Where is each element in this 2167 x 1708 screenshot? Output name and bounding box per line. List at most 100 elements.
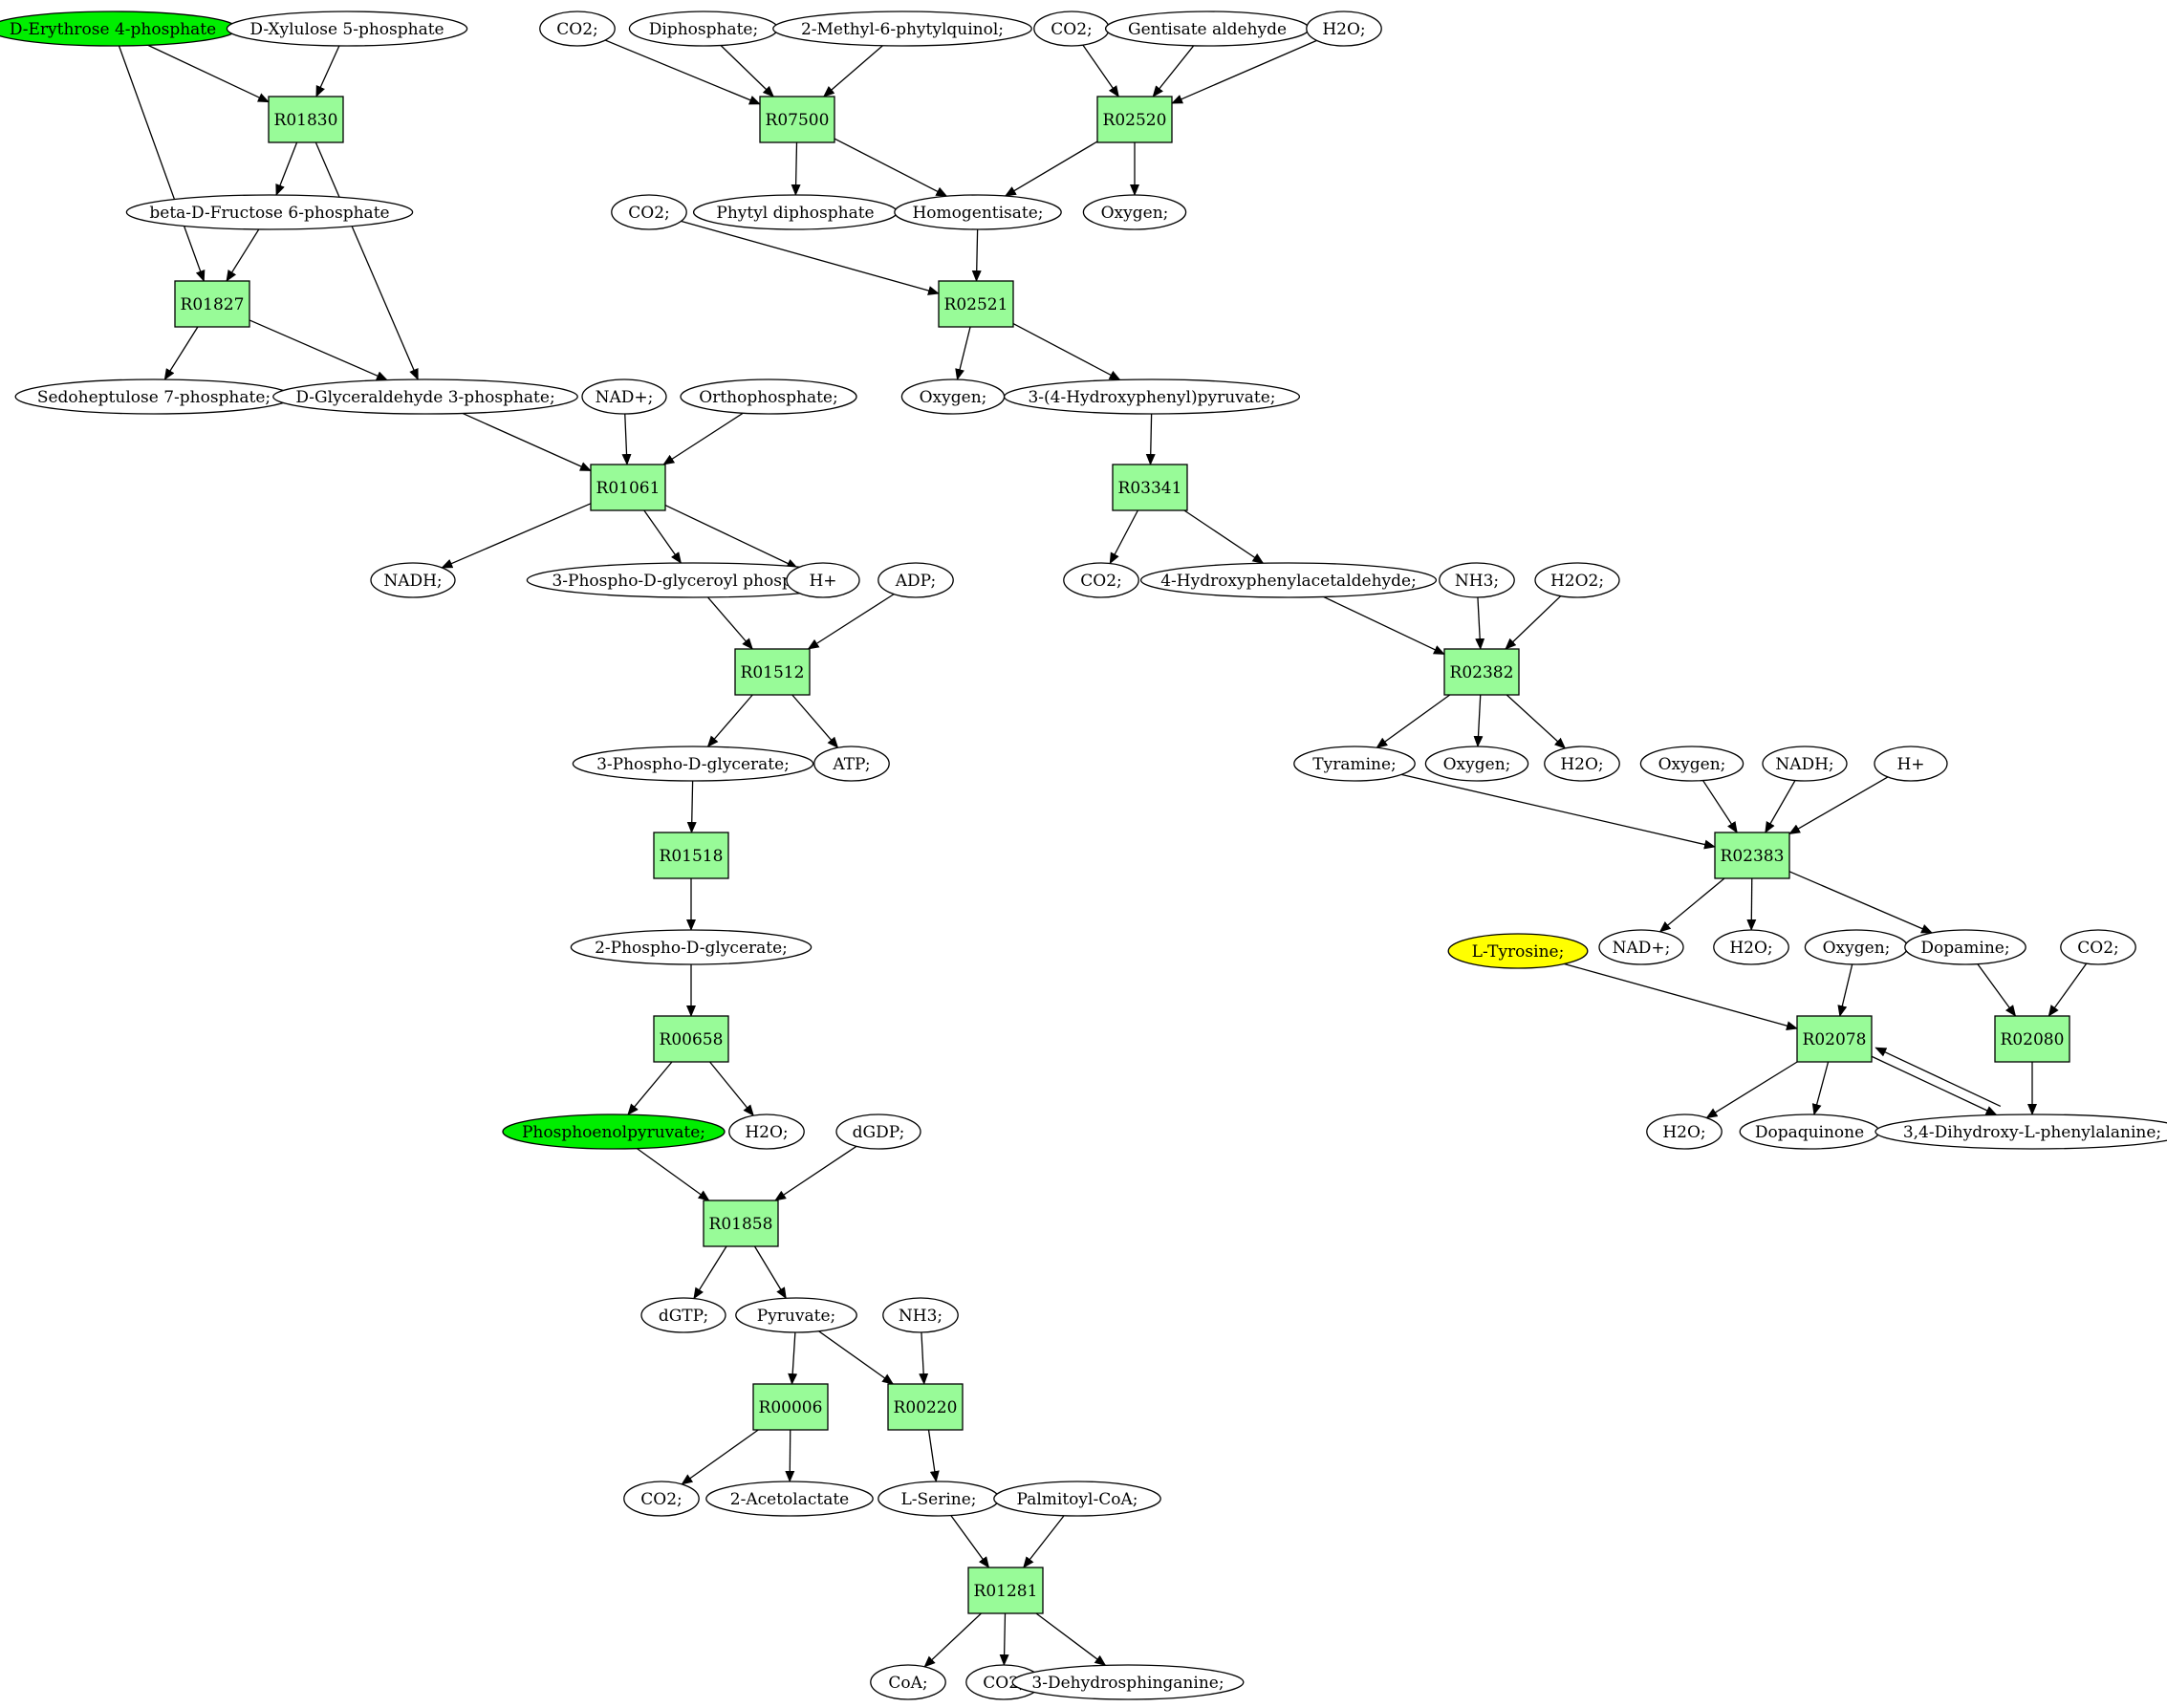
reaction-node-r07500: R07500 (759, 96, 835, 143)
edge-r03341-to-m25 (1183, 509, 1265, 564)
metabolite-node-m46: H2O; (1646, 1113, 1723, 1150)
metabolite-ellipse (226, 11, 468, 47)
node-label: H2O; (745, 1123, 788, 1142)
edge-m3-to-r07500 (604, 39, 761, 105)
metabolite-node-m14: Sedoheptulose 7-phosphate; (14, 378, 293, 415)
node-label: ADP; (895, 572, 936, 591)
metabolite-node-m47: Dopaquinone (1739, 1113, 1880, 1150)
edge-r01830-to-m9 (275, 141, 298, 196)
metabolite-node-m8: H2O; (1306, 11, 1382, 47)
node-label: CoA; (888, 1674, 927, 1693)
node-label: Sedoheptulose 7-phosphate; (37, 388, 271, 407)
node-label: H+ (809, 572, 836, 591)
edge-r02382-to-m30 (1376, 694, 1451, 748)
node-label: R01061 (596, 479, 661, 498)
edge-r07500-to-m11 (834, 138, 948, 197)
node-label: ATP; (832, 755, 870, 774)
edge-r02383-to-m39 (1746, 877, 1757, 931)
metabolite-node-m18: Oxygen; (900, 378, 1006, 415)
node-label: Tyramine; (1312, 755, 1397, 774)
reaction-box (938, 280, 1014, 328)
metabolite-ellipse (611, 194, 687, 230)
edge-m27-to-r02382 (1505, 595, 1562, 650)
metabolite-node-m38: NAD+; (1598, 929, 1684, 965)
edge-m35-to-r02383 (1788, 776, 1889, 835)
edge-r01827-to-m14 (163, 326, 199, 380)
metabolite-node-m4: Diphosphate; (628, 11, 779, 47)
node-label: H2O; (1729, 939, 1772, 958)
node-label: dGDP; (853, 1123, 905, 1142)
edge-m26-to-r02382 (1475, 596, 1485, 650)
node-label: NH3; (899, 1307, 943, 1326)
metabolite-node-m27: H2O2; (1534, 562, 1620, 598)
edge-m1-to-r01827 (118, 45, 206, 282)
metabolite-ellipse (1544, 746, 1620, 782)
metabolite-node-m45: dGDP; (835, 1113, 921, 1150)
edge-r01858-to-m50 (753, 1245, 787, 1300)
node-label: Oxygen; (1101, 204, 1169, 223)
edge-r01830-to-m15 (314, 141, 419, 380)
metabolite-ellipse (623, 1481, 700, 1517)
node-label: 3-(4-Hydroxyphenyl)pyruvate; (1028, 388, 1275, 407)
node-label: R02078 (1803, 1030, 1867, 1049)
node-label: R01827 (181, 295, 245, 314)
reaction-node-r01512: R01512 (734, 648, 811, 696)
metabolite-ellipse (1447, 933, 1589, 969)
metabolite-ellipse (786, 562, 860, 598)
node-label: Dopaquinone (1755, 1123, 1864, 1142)
metabolite-ellipse (835, 1113, 921, 1150)
edge-r00006-to-m52 (681, 1429, 759, 1485)
metabolite-ellipse (570, 929, 813, 965)
metabolite-ellipse (1904, 929, 2026, 965)
node-label: NAD+; (596, 388, 654, 407)
node-label: D-Erythrose 4-phosphate (10, 20, 216, 39)
edge-m1-to-r01830 (147, 44, 270, 103)
metabolite-ellipse (870, 1664, 946, 1700)
node-label: R02521 (944, 295, 1008, 314)
reaction-box (1112, 464, 1188, 511)
node-label: 3-Phospho-D-glycerate; (596, 755, 790, 774)
metabolite-node-m51: NH3; (882, 1297, 959, 1333)
node-label: 3-Dehydrosphinganine; (1031, 1674, 1224, 1693)
reaction-box (734, 648, 811, 696)
edge-r02520-to-m11 (1004, 141, 1098, 197)
edge-m34-to-r02383 (1765, 780, 1796, 833)
reaction-node-r02521: R02521 (938, 280, 1014, 328)
node-label: R00220 (894, 1398, 958, 1417)
edge-r01061-to-m20 (441, 503, 592, 569)
reaction-node-r01858: R01858 (703, 1200, 779, 1247)
metabolite-node-m53: 2-Acetolactate (705, 1481, 874, 1517)
metabolite-node-m11: Homogentisate; (894, 194, 1062, 230)
reaction-node-r03341: R03341 (1112, 464, 1188, 511)
node-label: 2-Phospho-D-glycerate; (595, 939, 788, 958)
metabolite-node-m29: ATP; (813, 746, 890, 782)
metabolite-node-m22: H+ (786, 562, 860, 598)
edge-m25-to-r02382 (1323, 595, 1445, 656)
node-label: R00658 (660, 1030, 724, 1049)
metabolite-node-m55: Palmitoyl-CoA; (993, 1481, 1161, 1517)
reaction-node-r02520: R02520 (1096, 96, 1173, 143)
node-label: NAD+; (1613, 939, 1671, 958)
metabolite-node-m6: CO2; (1033, 11, 1110, 47)
metabolite-node-m56: CoA; (870, 1664, 946, 1700)
edge-r00658-to-m44 (709, 1061, 754, 1116)
reaction-box (1994, 1015, 2070, 1063)
metabolite-ellipse (1639, 746, 1744, 782)
edge-r01281-to-m58 (1035, 1612, 1107, 1666)
edge-m37-to-r02078 (1564, 962, 1798, 1031)
node-label: CO2; (983, 1674, 1025, 1693)
node-label: R02080 (2001, 1030, 2065, 1049)
metabolite-ellipse (2060, 929, 2136, 965)
metabolite-node-m35: H+ (1874, 746, 1948, 782)
metabolite-node-m21: 3-Phospho-D-glyceroyl phosphate; (526, 562, 860, 598)
reaction-box (703, 1200, 779, 1247)
node-label: CO2; (1051, 20, 1093, 39)
metabolite-ellipse (772, 11, 1032, 47)
edge-m28-to-r01518 (686, 780, 697, 833)
node-label: R01858 (709, 1215, 773, 1234)
reaction-node-r00220: R00220 (887, 1383, 964, 1431)
edge-m5-to-r07500 (823, 45, 883, 97)
node-label: Oxygen; (1443, 755, 1511, 774)
node-label: 2-Acetolactate (730, 1490, 849, 1509)
